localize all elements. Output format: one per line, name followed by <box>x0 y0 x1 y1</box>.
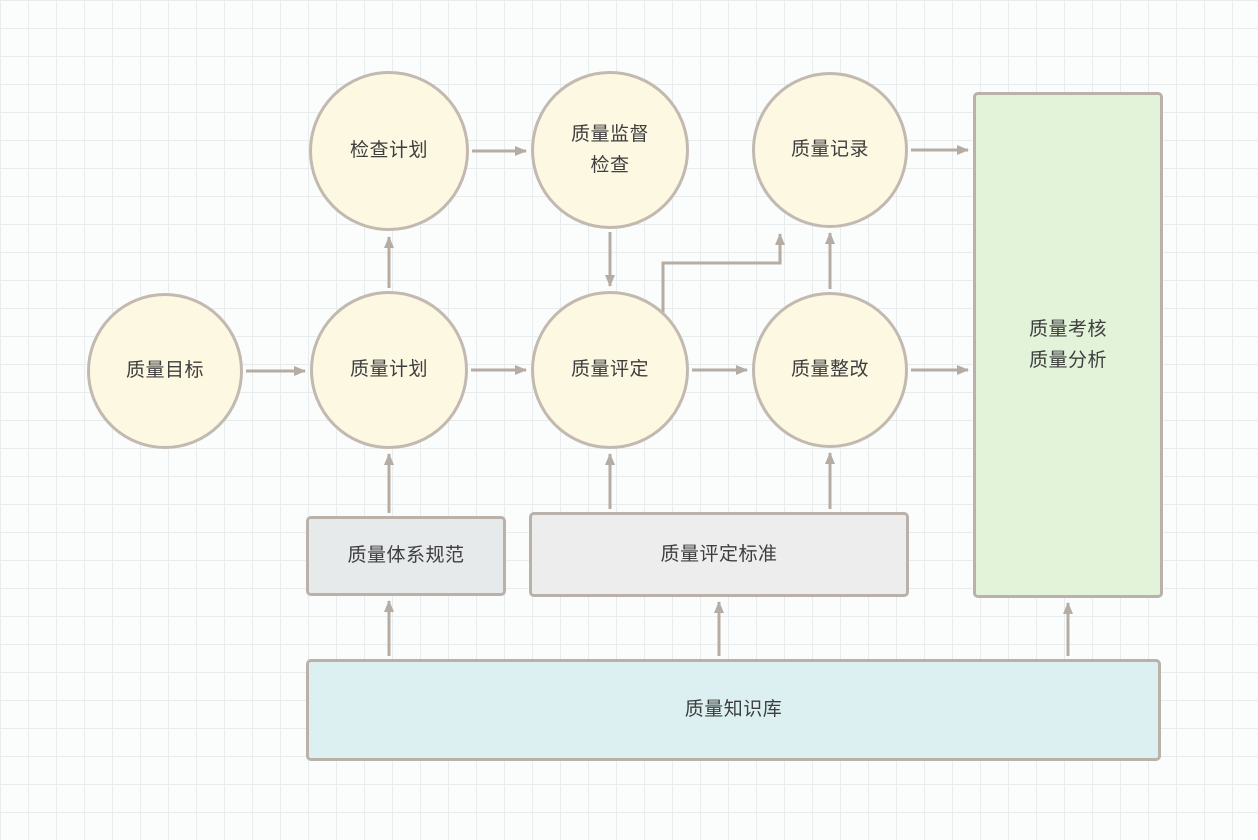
node-quality-review-analysis-label: 质量考核 质量分析 <box>1028 318 1107 371</box>
node-quality-review-analysis[interactable]: 质量考核 质量分析 <box>973 92 1163 598</box>
node-quality-record-label: 质量记录 <box>790 139 869 161</box>
node-quality-goal[interactable]: 质量目标 <box>87 293 243 449</box>
arrow-quality-assessment-to-quality-record <box>661 233 785 316</box>
node-quality-supervision-inspection-label: 质量监督 检查 <box>570 123 649 176</box>
node-inspection-plan[interactable]: 检查计划 <box>309 71 469 231</box>
node-quality-supervision-inspection[interactable]: 质量监督 检查 <box>531 71 689 229</box>
node-quality-system-spec-label: 质量体系规范 <box>347 545 465 567</box>
node-quality-system-spec[interactable]: 质量体系规范 <box>306 516 506 596</box>
node-quality-plan-label: 质量计划 <box>349 359 428 381</box>
node-quality-rectification[interactable]: 质量整改 <box>752 292 908 448</box>
node-quality-rectification-label: 质量整改 <box>790 359 869 381</box>
node-quality-record[interactable]: 质量记录 <box>752 72 908 228</box>
node-quality-knowledge-base[interactable]: 质量知识库 <box>306 659 1161 761</box>
node-quality-knowledge-base-label: 质量知识库 <box>684 699 783 721</box>
node-quality-assessment-standard[interactable]: 质量评定标准 <box>529 512 909 597</box>
node-quality-assessment[interactable]: 质量评定 <box>531 291 689 449</box>
node-quality-plan[interactable]: 质量计划 <box>310 291 468 449</box>
node-inspection-plan-label: 检查计划 <box>349 140 428 162</box>
node-quality-assessment-standard-label: 质量评定标准 <box>660 543 778 565</box>
node-quality-goal-label: 质量目标 <box>125 360 204 382</box>
node-quality-assessment-label: 质量评定 <box>570 359 649 381</box>
